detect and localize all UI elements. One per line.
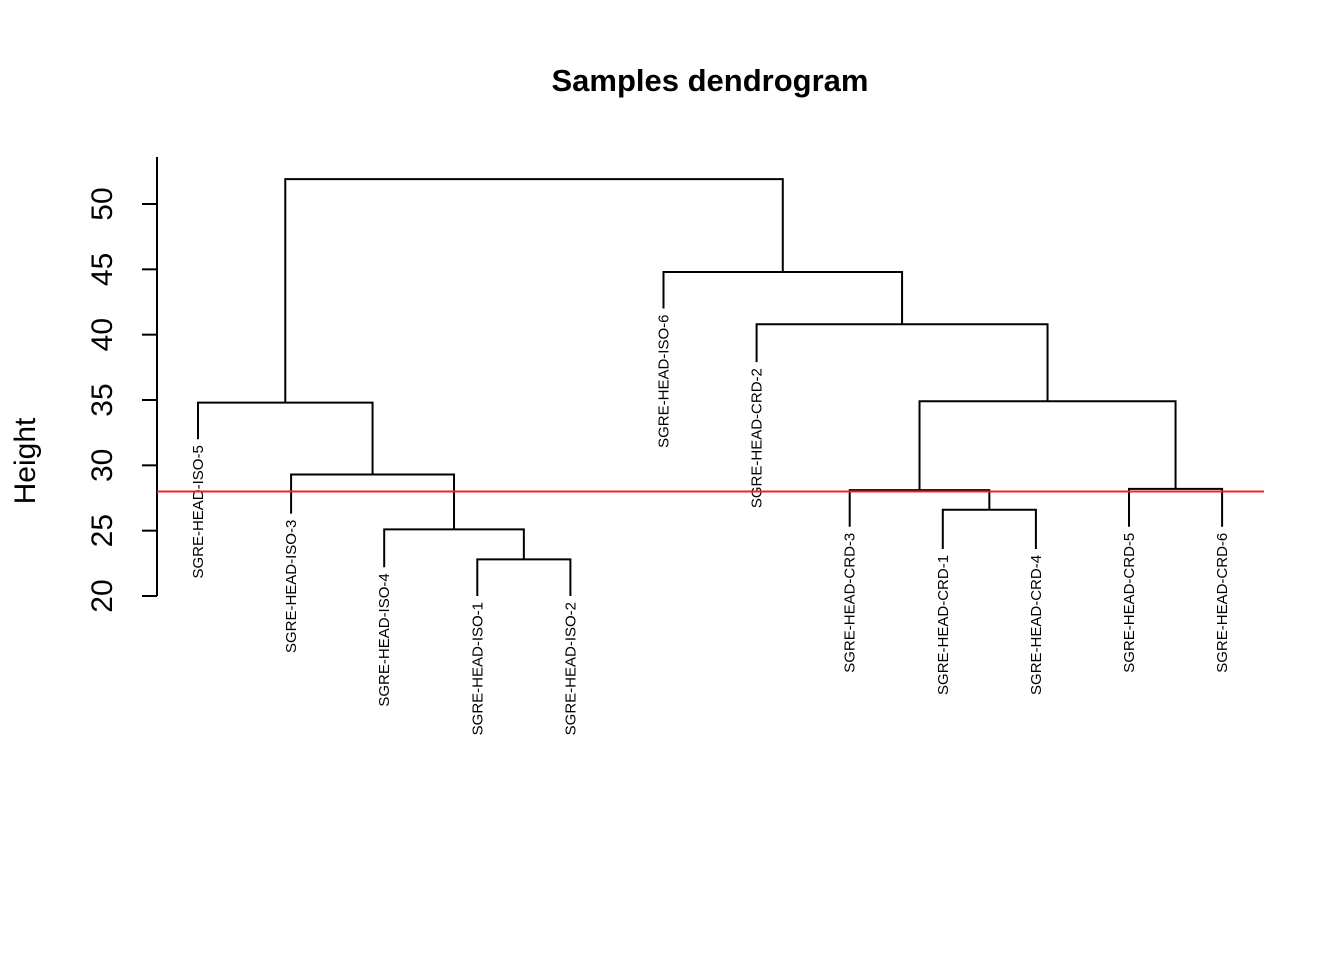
- chart-title: Samples dendrogram: [552, 63, 869, 98]
- dendrogram-branch: [662, 270, 904, 325]
- leaf-label: SGRE-HEAD-CRD-2: [749, 368, 766, 508]
- leaf-label: SGRE-HEAD-ISO-1: [469, 602, 486, 735]
- dendrogram-branch: [941, 508, 1037, 549]
- dendrogram-branch: [284, 178, 784, 403]
- leaf-label: SGRE-HEAD-CRD-5: [1121, 533, 1138, 673]
- dendrogram-tree: [197, 178, 1224, 596]
- leaf-label: SGRE-HEAD-ISO-3: [283, 520, 300, 653]
- dendrogram-branch: [755, 323, 1049, 402]
- dendrogram-branch: [476, 558, 572, 596]
- leaf-label: SGRE-HEAD-ISO-5: [190, 445, 207, 578]
- y-tick-label: 50: [86, 187, 119, 220]
- leaf-label: SGRE-HEAD-CRD-4: [1028, 555, 1045, 695]
- leaf-label: SGRE-HEAD-ISO-2: [562, 602, 579, 735]
- y-tick-label: 40: [86, 318, 119, 351]
- dendrogram-branch: [290, 473, 456, 530]
- y-tick-label: 25: [86, 514, 119, 547]
- y-tick-label: 45: [86, 253, 119, 286]
- y-axis: 20 25 30 35 40 45 50: [86, 157, 158, 613]
- dendrogram-branch: [918, 400, 1177, 491]
- dendrogram-branch: [383, 528, 525, 568]
- dendrogram-branch: [848, 489, 991, 527]
- leaf-label: SGRE-HEAD-CRD-3: [842, 533, 859, 673]
- dendrogram-branch: [1128, 487, 1224, 527]
- leaf-label: SGRE-HEAD-ISO-4: [376, 573, 393, 706]
- leaf-label: SGRE-HEAD-CRD-6: [1214, 533, 1231, 673]
- y-tick-label: 30: [86, 449, 119, 482]
- leaf-label: SGRE-HEAD-ISO-6: [656, 315, 673, 448]
- y-axis-label: Height: [9, 417, 42, 504]
- leaf-label: SGRE-HEAD-CRD-1: [935, 555, 952, 695]
- dendrogram-branch: [197, 401, 374, 475]
- y-tick-label: 35: [86, 383, 119, 416]
- y-tick-label: 20: [86, 579, 119, 612]
